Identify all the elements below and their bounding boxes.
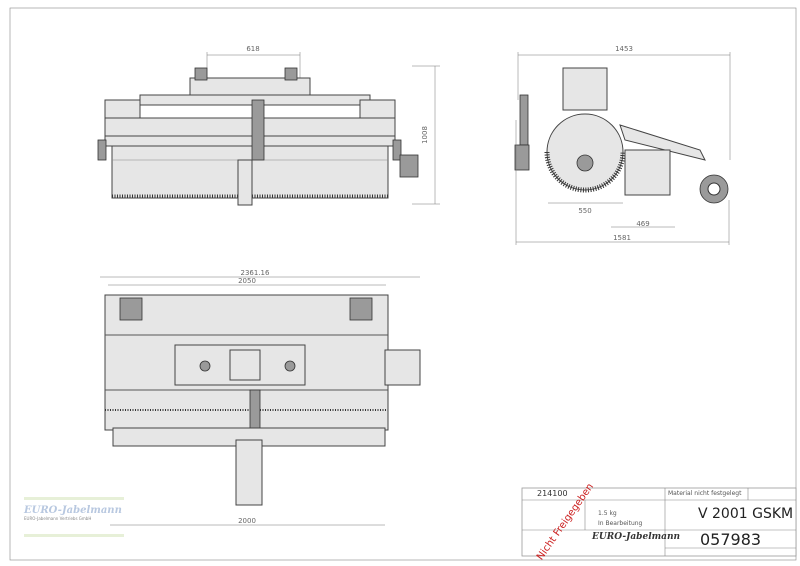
part-name: V 2001 GSKM [698,506,794,522]
status: In Bearbeitung [598,520,643,527]
dim-550: 550 [578,207,591,215]
weight: 1.5 kg [598,510,617,517]
dim-469: 469 [636,220,649,228]
dim-1581: 1581 [613,234,631,242]
drawing-frame [9,7,797,561]
dim-2361: 2361.16 [241,269,270,277]
drawing-number: 057983 [700,530,762,549]
dim-2050: 2050 [238,277,256,285]
front-view: 618 1008 [97,45,440,206]
title-block-logo: EURO-Jabelmann [592,532,681,542]
watermark-logo: EURO-Jabelmann [24,505,122,516]
top-view: 2361.16 2050 2000 [100,269,421,526]
dim-1453: 1453 [615,45,633,53]
dim-1008: 1008 [421,126,429,144]
side-view: 1453 550 469 1581 [514,45,731,245]
dim-2000: 2000 [238,517,256,525]
title-block [521,487,797,557]
dim-618: 618 [246,45,259,53]
watermark: EURO-Jabelmann EURO-Jabelmann Vertriebs … [24,497,124,537]
watermark-company: EURO-Jabelmann Vertriebs GmbH [24,516,92,521]
material: Material nicht festgelegt [668,490,742,497]
article-number: 214100 [537,489,568,498]
